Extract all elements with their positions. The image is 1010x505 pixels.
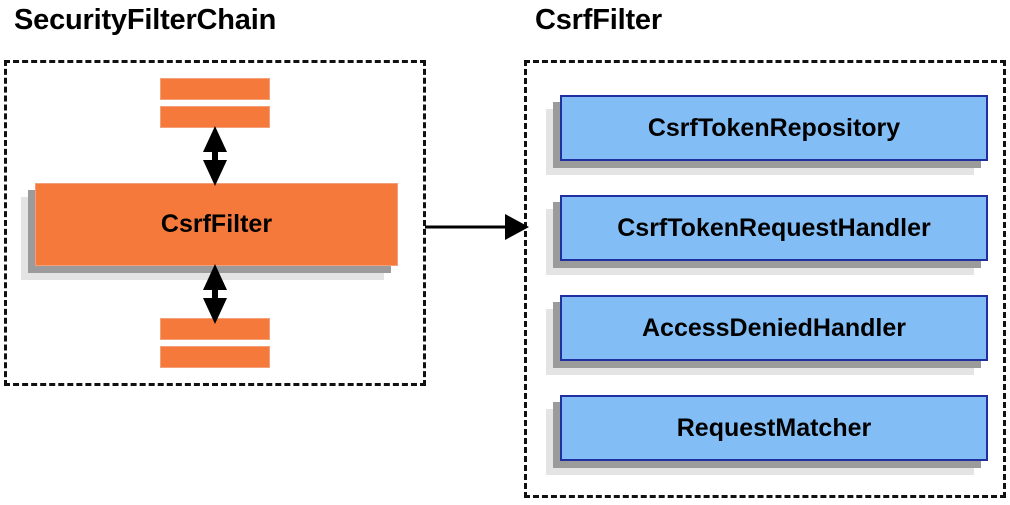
group-frame-security-filter-chain: [4, 60, 426, 386]
box-access-denied-handler[interactable]: AccessDeniedHandler: [560, 295, 988, 361]
box-label-csrf-token-repository: CsrfTokenRepository: [647, 113, 901, 142]
stub-bar-bottom-2: [160, 346, 270, 368]
stub-bar-top-2: [160, 106, 270, 128]
arrow-connector-horizontal: [425, 214, 529, 240]
box-label-request-matcher: RequestMatcher: [676, 413, 872, 442]
box-label-access-denied-handler: AccessDeniedHandler: [641, 313, 906, 342]
box-label-csrf-token-request-handler: CsrfTokenRequestHandler: [617, 213, 931, 242]
box-csrf-token-repository[interactable]: CsrfTokenRepository: [560, 95, 988, 161]
stub-bar-bottom-1: [160, 318, 270, 340]
group-frame-csrf-filter: [524, 60, 1006, 498]
box-request-matcher[interactable]: RequestMatcher: [560, 395, 988, 461]
box-label-csrf-filter: CsrfFilter: [160, 210, 273, 238]
box-csrf-filter[interactable]: CsrfFilter: [35, 183, 398, 266]
panel-title-csrf-filter: CsrfFilter: [535, 4, 662, 36]
box-csrf-token-request-handler[interactable]: CsrfTokenRequestHandler: [560, 195, 988, 261]
panel-title-security-filter-chain: SecurityFilterChain: [14, 4, 277, 36]
stub-bar-top-1: [160, 78, 270, 100]
